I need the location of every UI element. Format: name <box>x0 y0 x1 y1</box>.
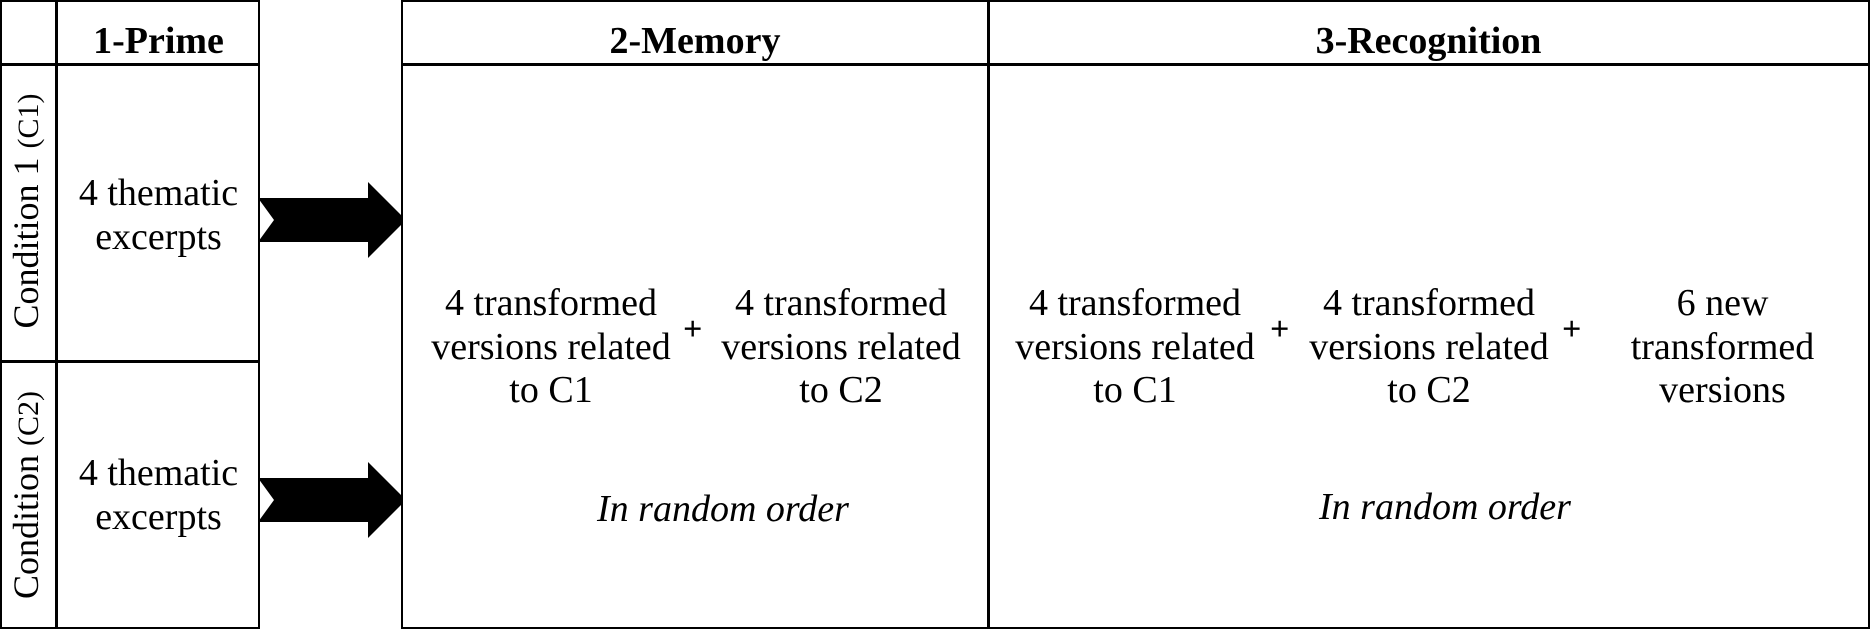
memory-plus: + <box>683 311 703 348</box>
condition-2-prime-content: 4 thematic excerpts <box>78 452 239 538</box>
prime-table-column-divider <box>55 0 58 629</box>
recognition-item-new: 6 new transformed versions <box>1630 282 1815 412</box>
recognition-item-c2: 4 transformed versions related to C2 <box>1309 282 1549 412</box>
recognition-plus-2: + <box>1562 311 1582 348</box>
condition-2-label-text: Condition <box>6 454 46 600</box>
arrow-right-icon <box>258 462 406 538</box>
condition-1-abbr: (C1) <box>12 93 45 149</box>
memory-item-c1: 4 transformed versions related to C1 <box>431 282 671 412</box>
recognition-plus-1: + <box>1270 311 1290 348</box>
memory-random-order-note: In random order <box>597 488 849 530</box>
memory-recognition-table <box>401 0 1870 629</box>
prime-header: 1-Prime <box>93 20 224 62</box>
condition-1-label: Condition 1 (C1) <box>6 63 48 359</box>
condition-1-prime-content: 4 thematic excerpts <box>78 172 239 258</box>
condition-1-label-text: Condition 1 <box>6 157 46 329</box>
recognition-item-c1: 4 transformed versions related to C1 <box>1015 282 1255 412</box>
prime-table-header-divider <box>0 63 260 66</box>
memory-header: 2-Memory <box>609 20 781 62</box>
condition-2-label: Condition (C2) <box>6 362 48 628</box>
condition-2-abbr: (C2) <box>12 390 45 446</box>
recognition-header: 3-Recognition <box>1315 20 1542 62</box>
prime-table <box>0 0 260 629</box>
memory-recognition-header-divider <box>401 63 1870 66</box>
recognition-random-order-note: In random order <box>1319 486 1571 528</box>
memory-item-c2: 4 transformed versions related to C2 <box>721 282 961 412</box>
memory-recognition-column-divider <box>987 0 990 629</box>
prime-table-condition-divider <box>0 360 260 363</box>
arrow-right-icon <box>258 182 406 258</box>
